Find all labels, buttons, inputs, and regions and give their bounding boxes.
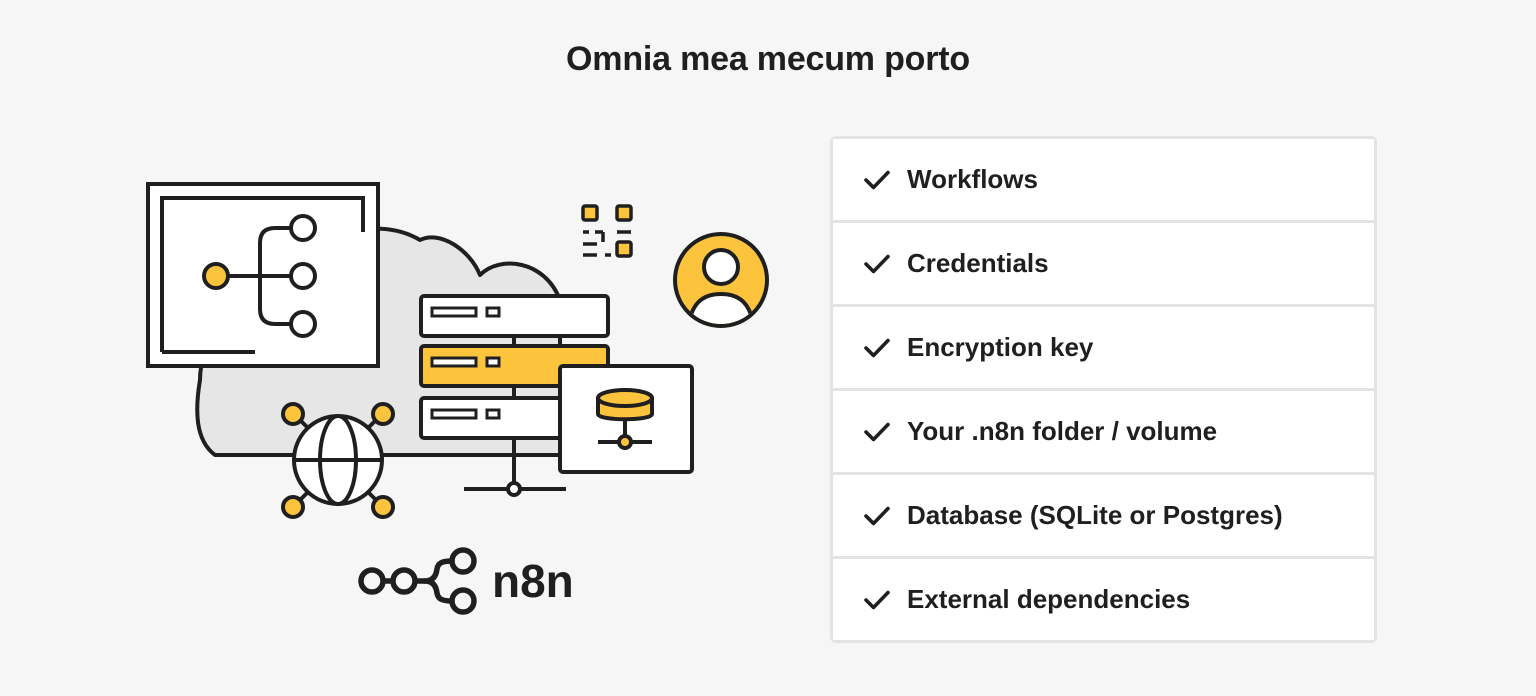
checklist-item: Database (SQLite or Postgres) bbox=[833, 475, 1374, 556]
database-icon bbox=[558, 364, 694, 474]
backup-illustration: n8n bbox=[146, 182, 769, 615]
checklist-item-label: Credentials bbox=[907, 248, 1049, 278]
checklist-item-label: Workflows bbox=[907, 164, 1038, 194]
checklist-item: Credentials bbox=[833, 223, 1374, 304]
checklist-item-label: Database (SQLite or Postgres) bbox=[907, 500, 1283, 530]
page-title: Omnia mea mecum porto bbox=[566, 40, 970, 78]
checklist-item: External dependencies bbox=[833, 559, 1374, 640]
checkmark-icon bbox=[863, 334, 891, 362]
checkmark-icon bbox=[863, 418, 891, 446]
checkmark-icon bbox=[863, 586, 891, 614]
checklist-item: Your .n8n folder / volume bbox=[833, 391, 1374, 472]
checkmark-icon bbox=[863, 166, 891, 194]
checkmark-icon bbox=[863, 502, 891, 530]
globe-network-icon bbox=[281, 402, 395, 519]
brand-name: n8n bbox=[492, 555, 574, 607]
checklist-item-label: Encryption key bbox=[907, 332, 1094, 362]
checklist-item-label: Your .n8n folder / volume bbox=[907, 416, 1218, 446]
checklist-item-label: External dependencies bbox=[907, 584, 1191, 614]
checkmark-icon bbox=[863, 250, 891, 278]
n8n-logo-icon bbox=[358, 547, 477, 615]
checklist-item: Encryption key bbox=[833, 307, 1374, 388]
workflow-monitor-icon bbox=[146, 182, 380, 368]
user-avatar-icon bbox=[673, 232, 769, 328]
checklist-item: Workflows bbox=[833, 139, 1374, 220]
qr-code-icon bbox=[581, 204, 633, 258]
